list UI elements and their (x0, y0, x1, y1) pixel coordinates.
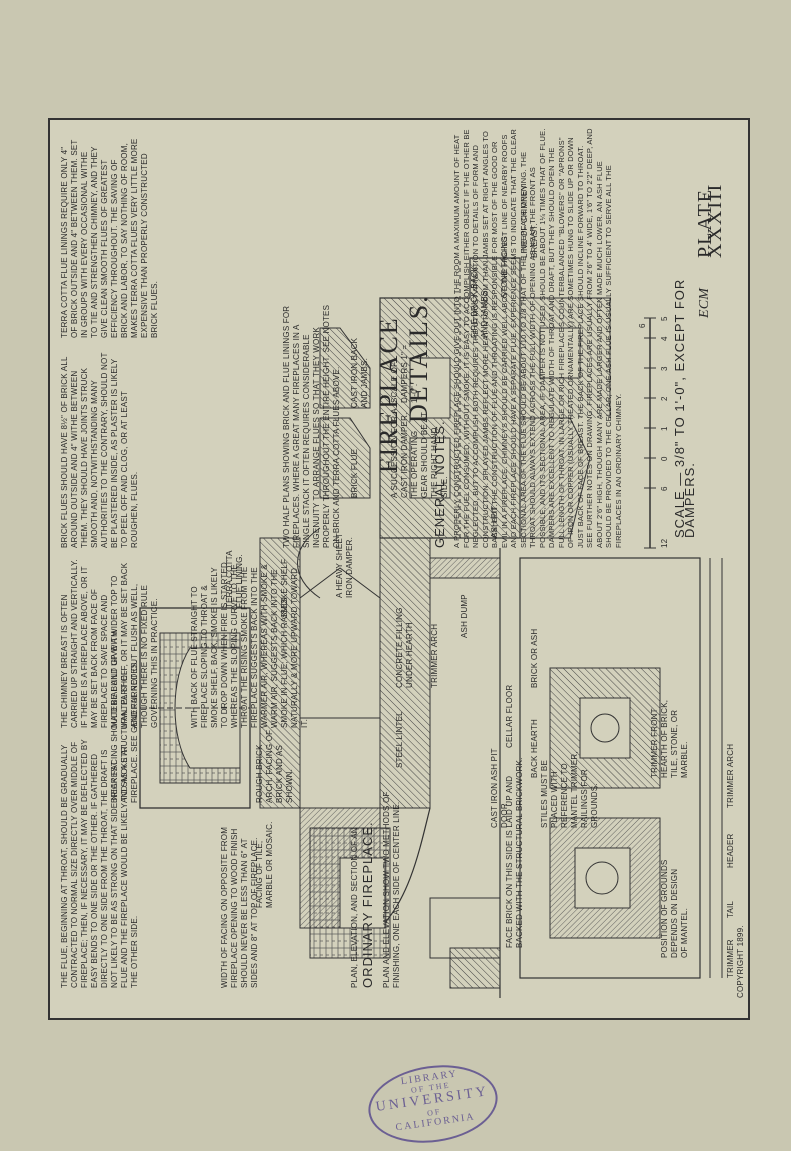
label-trimmer-arch: TRIMMER ARCH (726, 743, 735, 808)
rotated-plate: The flue, beginning at throat, should be… (50, 120, 748, 1018)
label-succession: A SUCCESSION FOR A CAST IRON DAMPER. THE… (390, 408, 449, 498)
plan-elev-subtitle: Plan and elevation show two methods of f… (382, 791, 401, 988)
label-cellar-floor: CELLAR FLOOR (505, 684, 514, 748)
label-header: HEADER (726, 833, 735, 868)
note-grounds: Position of grounds depends on design of… (660, 859, 689, 958)
scale-num-8: 6 (638, 323, 647, 328)
copyright: COPYRIGHT 1899. (736, 925, 745, 998)
plate-sheet: The flue, beginning at throat, should be… (48, 118, 750, 1020)
plan-elev-title-1: PLAN, ELEVATION, AND SECTION of an (350, 827, 359, 988)
label-ash-pit: ASH PIT. (490, 503, 499, 538)
note-terra-cotta: TERRA COTTA FLUE LININGS require only 4"… (60, 138, 159, 338)
fireplace-elevation (139, 607, 391, 959)
scale-num-5: 3 (660, 366, 669, 371)
note-brick-flues: BRICK FLUES should have 8½" of brick all… (60, 352, 139, 548)
label-steel-lintel: STEEL LINTEL (395, 711, 404, 768)
label-facing-tile: Facing of tile, marble or mosaic. (255, 821, 274, 908)
scale-num-2: 0 (660, 456, 669, 461)
fireplace-section (259, 537, 501, 998)
label-ash-dump: ASH DUMP (460, 594, 469, 638)
signature: ECM (697, 287, 712, 318)
plate-number: PLATE XXXIII (694, 182, 726, 258)
label-line-chimney: LINE OF CHIMNEY BREAST. (520, 184, 539, 258)
scale-bar (644, 317, 656, 549)
label-brick-flue: BRICK FLUE (350, 448, 359, 498)
damper-details (297, 327, 381, 599)
plan-elev-title-2: ORDINARY FIREPLACE. (360, 821, 375, 988)
note-width-facing: Width of facing on opposite from firepla… (220, 826, 259, 988)
note-stiles: Stiles must be placed with reference to … (540, 751, 599, 828)
two-half-plans (379, 257, 611, 539)
label-fire-brick: FIRE BRICK BACK AND JAMBS. (470, 266, 489, 338)
scale-num-4: 2 (660, 396, 669, 401)
scale-num-6: 4 (660, 336, 669, 341)
note-back-of-flue: With back of flue straight to fireplace … (190, 559, 309, 728)
label-trimmer-arch-section: TRIMMER ARCH (430, 623, 439, 688)
scale-num-7: 5 (660, 316, 669, 321)
scale-num-0: 12 (660, 538, 669, 548)
scale-caption: SCALE — 3/8" TO 1'-0", EXCEPT FOR DAMPER… (672, 278, 697, 538)
note-scale-dampers: Scale of dampers 1" = 1'-0". (390, 344, 419, 403)
label-brick-or-ash: BRICK OR ASH (530, 628, 539, 688)
label-cast-iron-back: CAST IRON BACK AND JAMBS. (350, 337, 369, 408)
fireplace-drawings (139, 257, 723, 998)
label-terra-cotta-lining: TERRA COTTA FLUE LINING. (225, 550, 244, 608)
label-back-hearth: BACK HEARTH (530, 719, 539, 778)
scale-num-1: 6 (660, 486, 669, 491)
note-face-brick: Face brick on this side is laid up and b… (505, 757, 524, 948)
label-tail: TAIL (726, 900, 735, 918)
library-stamp: LIBRARY OF THE UNIVERSITY OF CALIFORNIA (363, 1057, 503, 1151)
label-trimmer: TRIMMER (726, 939, 735, 978)
cellar-plan (519, 557, 723, 979)
label-stone-facing: STONE FACING (500, 236, 509, 298)
label-rough-brick: Rough brick arch. Facing of brick and as… (255, 729, 294, 803)
note-two-half-plans: TWO HALF PLANS showing brick and flue li… (282, 304, 341, 548)
label-smoke-shelf: SMOKE SHELF (280, 558, 289, 618)
label-heavy-sheet: A HEAVY SHEET IRON DAMPER. (335, 533, 354, 598)
note-trimmer-front: Trimmer front hearth of brick, tile, sto… (650, 699, 689, 778)
scale-num-3: 1 (660, 426, 669, 431)
label-concrete-filling: CONCRETE FILLING UNDER HEARTH (395, 607, 414, 688)
note-brick-facing: Brick facing should be built up with and… (110, 630, 139, 803)
